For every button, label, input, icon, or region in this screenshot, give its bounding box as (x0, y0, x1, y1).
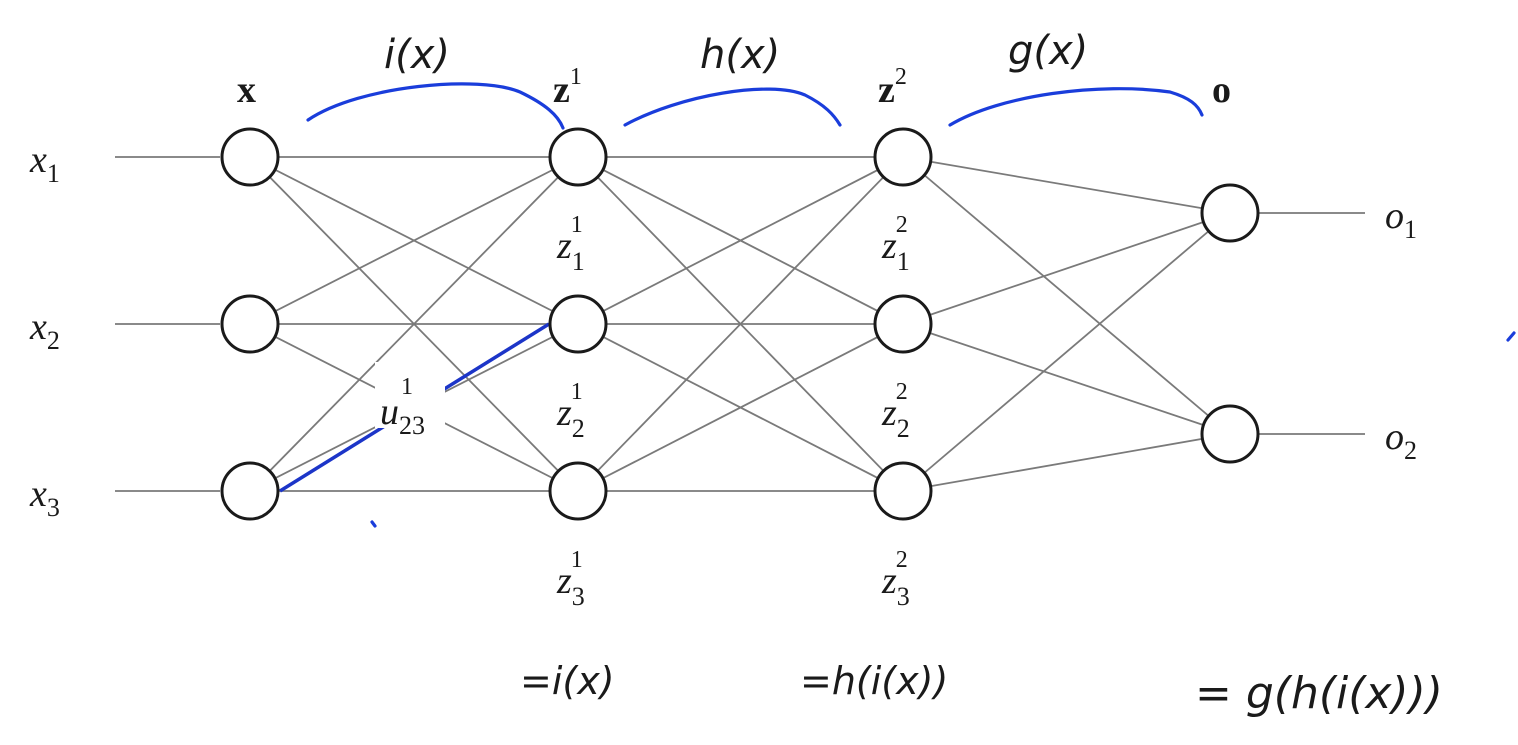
node-z1-2 (548, 294, 608, 354)
z1-label-1: z11 (556, 212, 585, 276)
output-label-o2: o2 (1385, 416, 1417, 465)
node-x-3 (220, 461, 280, 521)
ink-stray-mark-right (1506, 331, 1516, 342)
layer-label-o: o (1212, 69, 1231, 111)
output-label-o1: o1 (1385, 195, 1417, 244)
arc-bracket-3 (948, 87, 1204, 127)
arc-bracket-1 (306, 82, 565, 130)
layer-label-z1: z1 (553, 64, 582, 111)
arc-label-3: g(x) (1008, 28, 1088, 74)
node-z1-1 (548, 127, 608, 187)
z1-label-2: z21 (556, 379, 585, 443)
z2-label-2: z22 (881, 379, 910, 443)
arc-label-1: i(x) (384, 32, 450, 78)
equation-1: =i(x) (520, 659, 615, 703)
ink-stray-mark-left (370, 520, 377, 528)
edge-x-2-to-z1-1 (249, 156, 579, 325)
node-z2-1 (873, 127, 933, 187)
node-z2-3 (873, 461, 933, 521)
edge-z2-3-to-o-1 (902, 212, 1231, 492)
node-o-2 (1200, 404, 1260, 464)
equation-3: = g(h(i(x))) (1195, 668, 1443, 719)
edge-z1-3-to-z2-2 (577, 323, 904, 492)
equation-2: =h(i(x)) (800, 659, 948, 703)
z1-label-3: z31 (556, 547, 585, 611)
handwritten-annotations: i(x) h(x) g(x) =i(x) =h(i(x)) = g(h(i(x)… (306, 28, 1516, 719)
edge-z2-1-to-o-1 (902, 156, 1231, 214)
edge-z2-3-to-o-2 (902, 433, 1231, 492)
layer-label-x: x (237, 69, 256, 111)
z2-label-1: z12 (881, 212, 910, 276)
io-lead-lines (115, 156, 1365, 492)
node-x-2 (220, 294, 280, 354)
node-o-1 (1200, 183, 1260, 243)
z2-label-3: z32 (881, 547, 910, 611)
connection-edges (249, 156, 1231, 492)
nodes (220, 127, 1260, 521)
edge-z2-2-to-o-2 (902, 323, 1231, 435)
weight-label: u231 (380, 374, 425, 440)
edge-z2-1-to-o-2 (902, 156, 1231, 435)
node-z1-3 (548, 461, 608, 521)
weight-label-backing (375, 362, 445, 428)
arc-label-2: h(x) (700, 32, 780, 78)
input-label-x1: x1 (29, 139, 60, 188)
input-label-x2: x2 (29, 306, 60, 355)
edge-z2-2-to-o-1 (902, 212, 1231, 325)
layer-label-z2: z2 (878, 64, 907, 111)
edge-z1-2-to-z2-1 (577, 156, 904, 325)
node-x-1 (220, 127, 280, 187)
input-label-x3: x3 (29, 473, 60, 522)
edge-z1-3-to-z2-1 (577, 156, 904, 492)
edge-x-3-to-z1-1 (249, 156, 579, 492)
arc-bracket-2 (623, 87, 842, 127)
node-z2-2 (873, 294, 933, 354)
